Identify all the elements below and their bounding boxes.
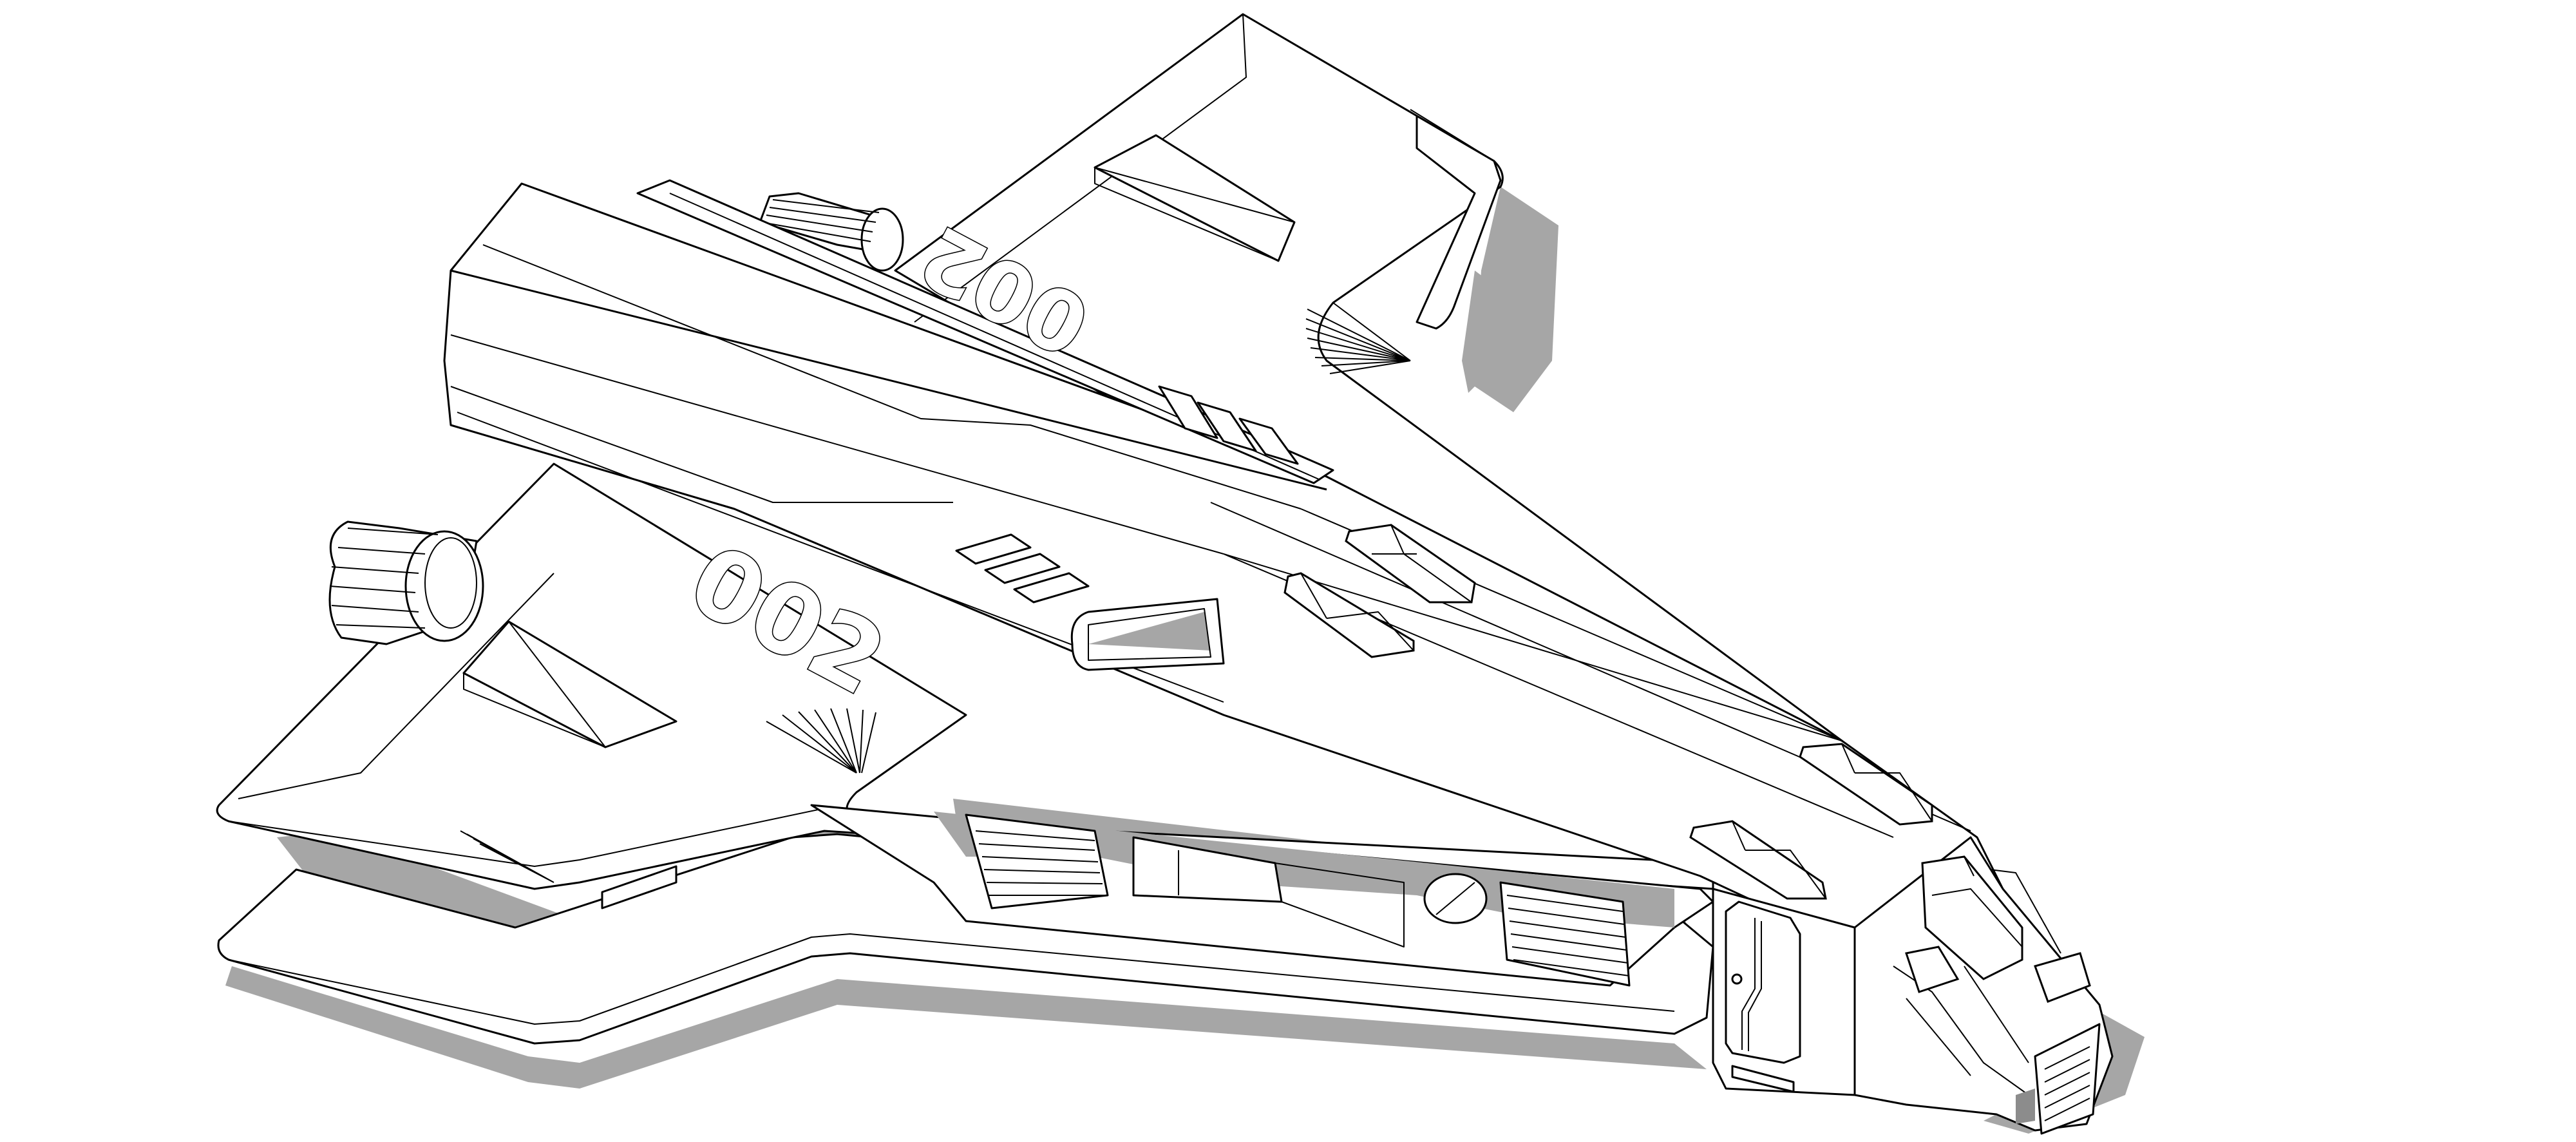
forward-hull-side [1712,888,1894,1101]
wing-fillet-lines [1305,309,1411,374]
nose-grille [2016,1023,2101,1135]
belly-vent-right [1499,881,1631,987]
upper-right-wing [894,13,1843,774]
cockpit-canopy [1921,855,2091,1003]
wing-root-fan [460,708,876,883]
upper-engine [759,192,904,272]
hull-windows [1283,524,1933,900]
hatch-step [1731,1065,1795,1093]
wing-underside-hatch [601,865,677,909]
wing-vent-upper [1094,134,1296,262]
hatch-handle [1731,973,1743,985]
left-engine [328,520,484,645]
belly-section [810,804,1714,987]
side-window [1905,946,1960,993]
main-hull [443,179,2004,967]
intake-duct [1070,598,1225,671]
side-hatch-door [1725,900,1801,1064]
spine-vents [955,385,1299,604]
wing-vent-lower [462,620,677,748]
belly-vent-left [965,814,1109,909]
nose-section [1853,836,2114,1135]
